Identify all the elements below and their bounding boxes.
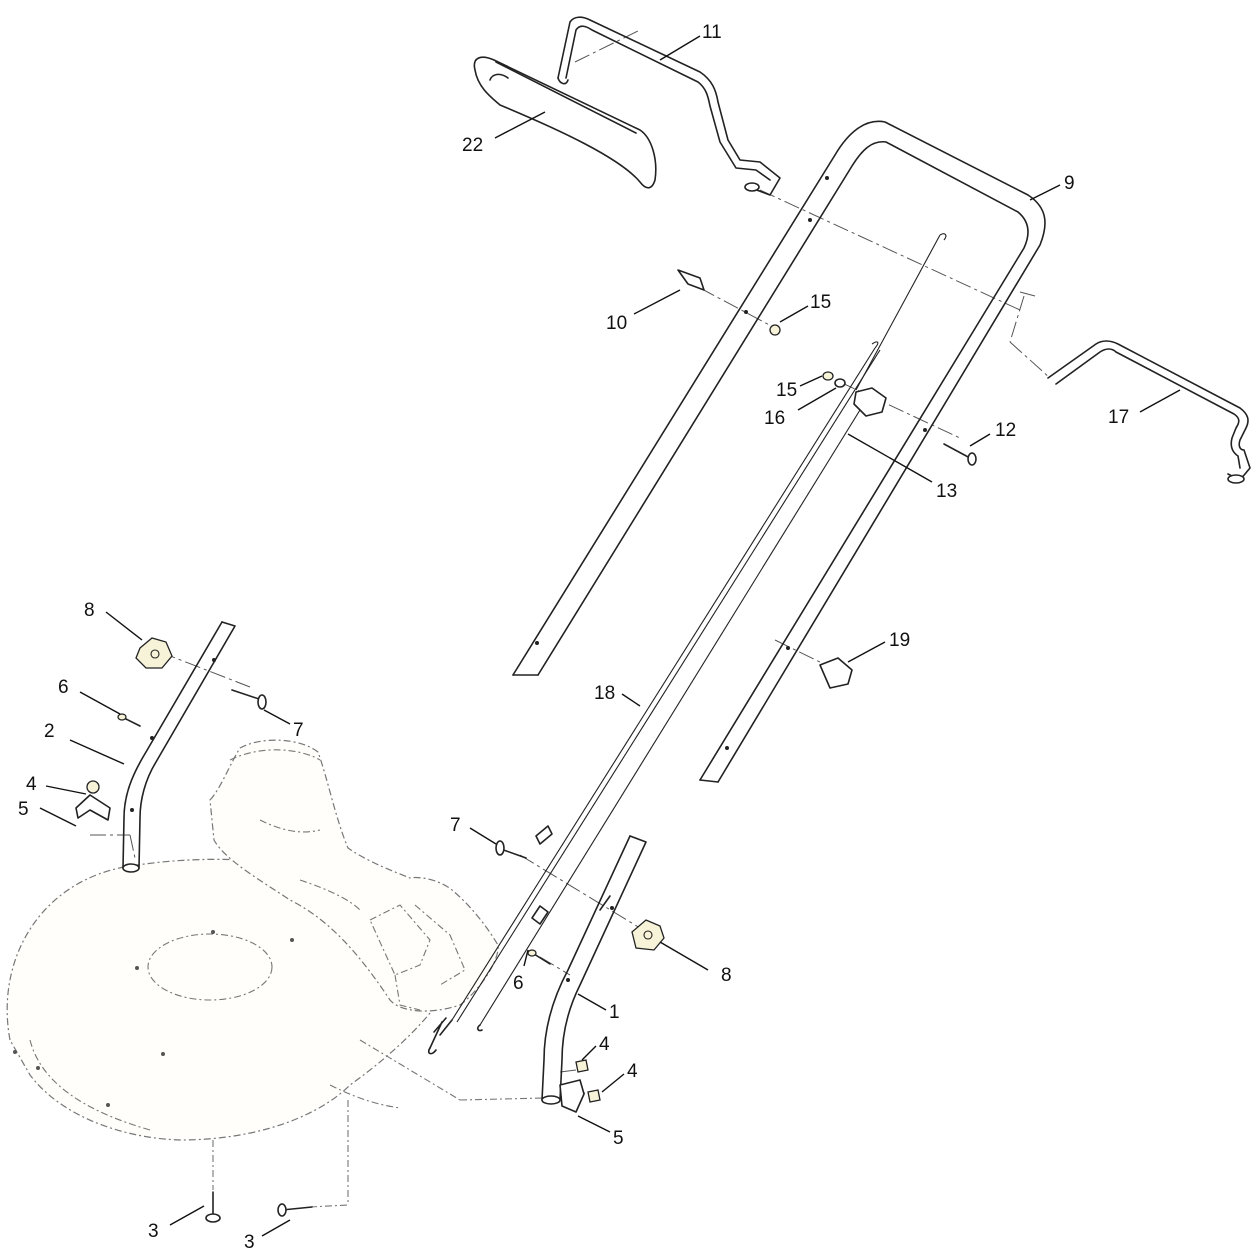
bail-bar bbox=[557, 16, 781, 196]
bail-cover bbox=[473, 56, 657, 189]
callout-15-upper: 15 bbox=[810, 292, 831, 313]
rear-bar bbox=[1047, 340, 1251, 484]
callout-1: 1 bbox=[609, 1002, 620, 1023]
callout-5-right: 5 bbox=[613, 1128, 624, 1149]
callout-6-right: 6 bbox=[513, 973, 524, 994]
leader-lines bbox=[39, 35, 1181, 1237]
lower-handle-left bbox=[122, 621, 236, 873]
callout-3-right: 3 bbox=[244, 1232, 255, 1253]
callout-4-right-lower: 4 bbox=[627, 1061, 638, 1082]
callout-19: 19 bbox=[889, 630, 910, 651]
lower-handle-right bbox=[541, 835, 647, 1105]
callout-22: 22 bbox=[462, 135, 483, 156]
upper-handle bbox=[512, 120, 1046, 783]
callout-labels: 11 22 9 10 15 15 16 12 17 13 19 18 8 6 7… bbox=[18, 22, 1129, 1253]
callout-2: 2 bbox=[44, 721, 55, 742]
callout-8-left: 8 bbox=[84, 600, 95, 621]
callout-7-left: 7 bbox=[293, 720, 304, 741]
callout-12: 12 bbox=[995, 420, 1016, 441]
callout-10: 10 bbox=[606, 313, 627, 334]
callout-16: 16 bbox=[764, 408, 785, 429]
callout-4-left: 4 bbox=[26, 774, 37, 795]
callout-6-left: 6 bbox=[58, 677, 69, 698]
callout-13: 13 bbox=[936, 481, 957, 502]
callout-4-right-upper: 4 bbox=[599, 1034, 610, 1055]
callout-7-right: 7 bbox=[450, 815, 461, 836]
callout-18: 18 bbox=[594, 683, 615, 704]
callout-17: 17 bbox=[1108, 407, 1129, 428]
callout-5-left: 5 bbox=[18, 799, 29, 820]
hardware bbox=[75, 269, 977, 1223]
control-cables bbox=[427, 233, 947, 1055]
callout-15-lower: 15 bbox=[776, 380, 797, 401]
callout-9: 9 bbox=[1064, 173, 1075, 194]
callout-8-right: 8 bbox=[721, 965, 732, 986]
callout-3-left: 3 bbox=[148, 1221, 159, 1242]
mower-deck bbox=[6, 739, 546, 1208]
callout-11: 11 bbox=[702, 22, 722, 43]
